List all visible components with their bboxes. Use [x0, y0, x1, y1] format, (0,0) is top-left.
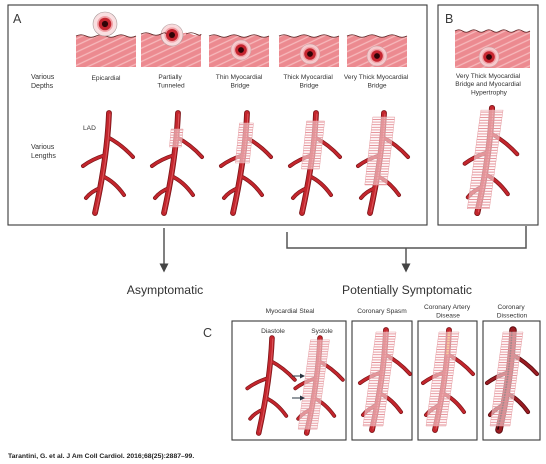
row-label-lengths: Various Lengths [31, 144, 56, 160]
bridge-band [301, 120, 325, 170]
row-label-depths-line-2: Depths [31, 83, 54, 90]
bridge-band [364, 116, 396, 186]
column-label-epicardial: Epicardial [92, 75, 121, 82]
bridge-band [425, 331, 460, 427]
column-label-line: Bridge [299, 83, 318, 90]
vessel-diastole [247, 338, 294, 433]
tissue-very-thick-bridge [346, 34, 408, 67]
tissue-epicardial [75, 11, 137, 67]
vessel-cross-section [160, 23, 184, 47]
column-label-line: Bridge [230, 83, 249, 90]
bridge-band [489, 331, 524, 427]
bracket-symptomatic [286, 226, 527, 249]
myocardial-steal-frame [231, 320, 347, 441]
vessel-coronary-spasm [360, 330, 410, 430]
vessel-cross-section [299, 43, 321, 65]
row-label-depths-line-1: Various [31, 74, 55, 81]
panel-a-letter: A [13, 12, 22, 26]
vessel-cross-section [366, 45, 388, 67]
panel-b-label-line: Bridge and Myocardial [455, 81, 521, 88]
vessel-cross-section [478, 46, 500, 68]
vessel-cross-section [92, 11, 118, 37]
phase-label-diastole: Diastole [261, 328, 285, 335]
column-label-thick-bridge: Thick Myocardial Bridge [283, 74, 334, 90]
column-label-line: Thin Myocardial [216, 74, 263, 81]
row-label-lengths-line-1: Various [31, 144, 55, 151]
coronary-dissection-frame [482, 320, 541, 441]
bridge-band [235, 122, 254, 164]
panel-c-title-coronary-dissection: Coronary Dissection [497, 304, 528, 320]
vessel-coronary-dissection [487, 330, 537, 430]
lad-thin-bridge [221, 113, 271, 213]
column-label-line: Thick Myocardial [283, 74, 333, 81]
panel-b-frame [437, 4, 539, 226]
panel-c-title-line: Disease [436, 313, 460, 320]
column-label-line: Bridge [367, 83, 386, 90]
lad-very-thick-bridge [358, 113, 408, 213]
tissue-hypertrophy [454, 29, 531, 68]
row-label-depths: Various Depths [31, 74, 56, 90]
column-label-partially-tunneled: Partially Tunneled [157, 74, 185, 90]
panel-c-title-line: Dissection [497, 313, 528, 320]
panel-b-label-line: Very Thick Myocardial [456, 73, 521, 80]
bridge-band [169, 128, 184, 148]
bridge-band [467, 109, 504, 210]
phase-label-systole: Systole [311, 328, 333, 335]
panel-a-frame [7, 4, 428, 226]
lad-thick-bridge [290, 113, 340, 213]
vessel-systole [295, 338, 343, 433]
lad-partially-tunneled [152, 113, 202, 213]
panel-c-title-line: Coronary Artery [424, 304, 471, 311]
column-label-line: Very Thick Myocardial [344, 74, 409, 81]
panel-c-title-myocardial-steal: Myocardial Steal [266, 308, 315, 315]
outcome-potentially-symptomatic: Potentially Symptomatic [342, 283, 472, 297]
row-label-lengths-line-2: Lengths [31, 153, 56, 160]
column-label-line: Partially [158, 74, 182, 81]
coronary-spasm-frame [351, 320, 413, 441]
vessel-coronary-artery-disease [423, 330, 473, 430]
bridge-band [362, 331, 397, 427]
lad-hypertrophy [465, 108, 518, 213]
outcome-asymptomatic: Asymptomatic [127, 283, 204, 297]
lad-label: LAD [83, 125, 96, 132]
tissue-partially-tunneled [140, 23, 202, 67]
column-label-very-thick-bridge: Very Thick Myocardial Bridge [344, 74, 410, 90]
vessel-cross-section [230, 39, 252, 61]
panel-c-title-line: Coronary [498, 304, 526, 311]
coronary-artery-disease-frame [417, 320, 478, 441]
panel-c-letter: C [203, 326, 212, 340]
panel-c-title-coronary-spasm: Coronary Spasm [357, 308, 407, 315]
panel-c-title-coronary-artery-disease: Coronary Artery Disease [424, 304, 472, 320]
citation: Tarantini, G. et al. J Am Coll Cardiol. … [8, 453, 194, 460]
panel-b-label-line: Hypertrophy [471, 89, 508, 96]
column-label-line: Tunneled [157, 83, 185, 90]
column-label-thin-bridge: Thin Myocardial Bridge [216, 74, 264, 90]
tissue-thin-bridge [208, 34, 270, 67]
panel-b-letter: B [445, 12, 453, 26]
tissue-thick-bridge [278, 34, 340, 67]
panel-b-label: Very Thick Myocardial Bridge and Myocard… [455, 73, 522, 96]
